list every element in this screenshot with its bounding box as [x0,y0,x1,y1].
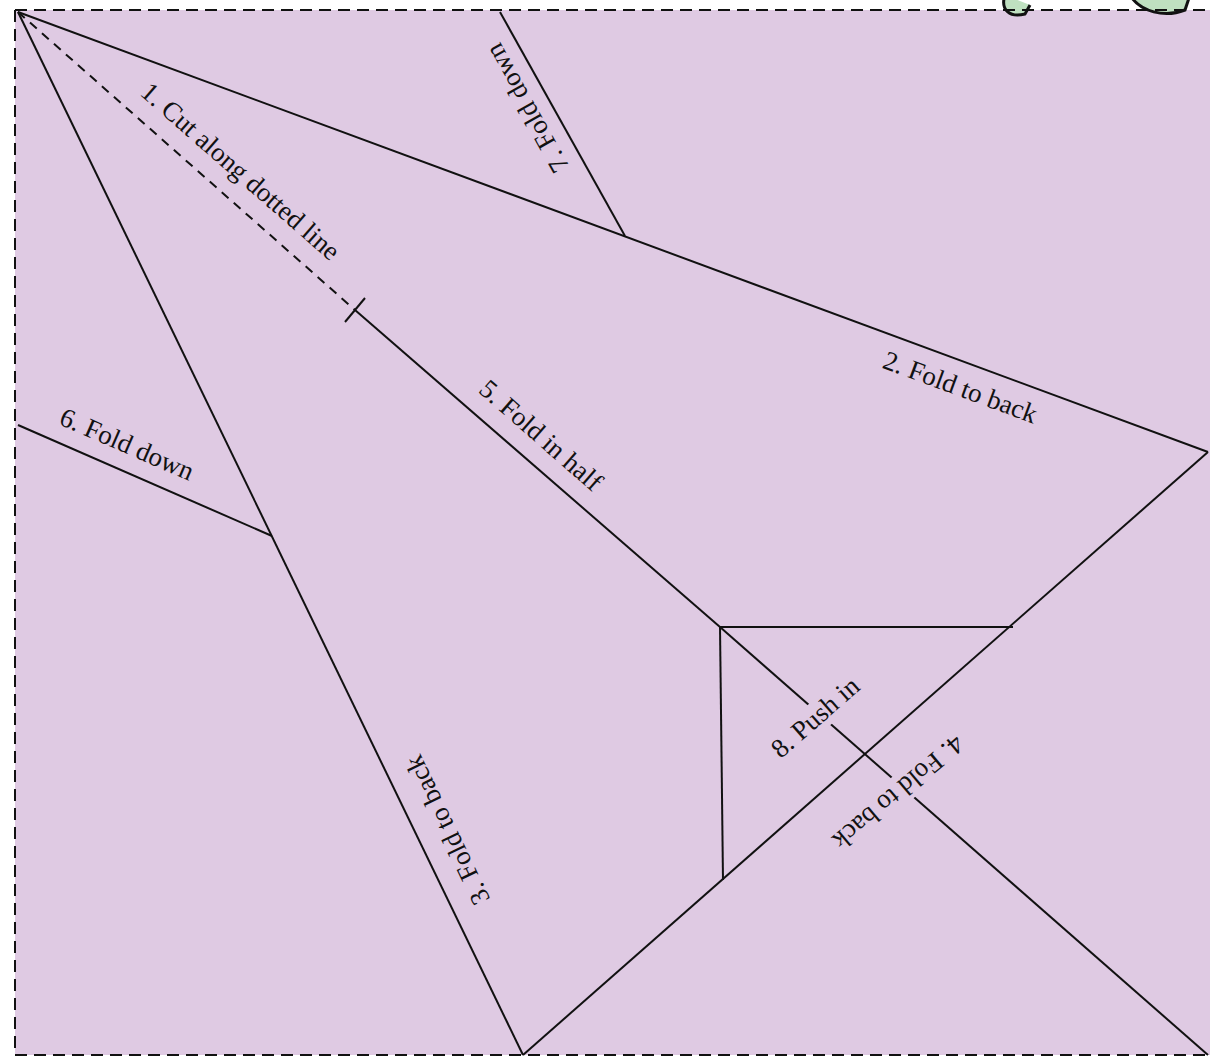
fold-lines [18,12,1208,1055]
fold-instruction: 3. Fold to back [398,748,498,912]
fold-instruction: 5. Fold in half [470,372,609,499]
fold-instruction: 2. Fold to back [876,345,1044,431]
fold-instruction: 6. Fold down [52,401,201,488]
fold-instruction: 7. Fold down [478,35,577,180]
paper-ground [15,10,1210,1055]
fold-instruction: 1. Cut along dotted line [132,75,347,269]
corner-decoration [1004,0,1190,15]
cut-border [15,10,1210,1055]
fold-instruction: 8. Push in [763,669,868,766]
fold-instruction: 4. Fold to back [824,726,972,857]
cut-line [18,12,355,310]
